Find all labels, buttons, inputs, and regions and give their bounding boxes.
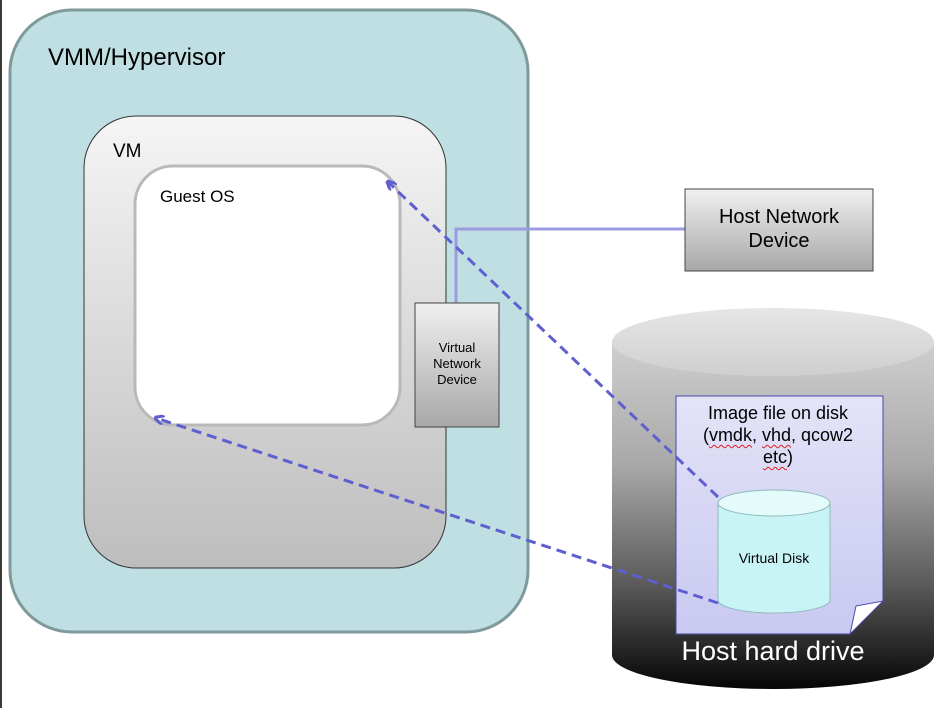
virtual-network-device-label: Virtual Network Device	[433, 340, 481, 387]
image-file-open-paren: (	[702, 425, 709, 445]
guest-os-label: Guest OS	[160, 187, 235, 206]
image-file-vhd: vhd	[761, 425, 791, 445]
image-file-etc: etc	[762, 447, 787, 467]
virtual-disk-label: Virtual Disk	[738, 550, 810, 566]
image-file-vmdk: vmdk	[708, 425, 752, 445]
image-file-line1: Image file on disk	[707, 403, 849, 423]
dashed-arrow-to-guest-os-bottom	[156, 418, 719, 605]
image-file-fold	[849, 600, 885, 636]
image-file-sep2: , qcow2	[791, 425, 854, 445]
network-connector-line	[454, 227, 685, 303]
vm-label: VM	[113, 141, 142, 162]
hypervisor-label: VMM/Hypervisor	[48, 44, 226, 71]
dashed-arrow-to-guest-os-top	[388, 182, 720, 499]
image-file-sep1: ,	[751, 425, 762, 445]
left-border	[0, 0, 2, 708]
host-network-device-label: Host Network Device	[718, 206, 840, 252]
virtual-disk-cylinder	[717, 489, 831, 614]
host-hard-drive-label: Host hard drive	[681, 636, 865, 666]
virtual-network-device-box	[414, 302, 500, 428]
host-network-device-box	[684, 188, 874, 272]
guest-os-box	[133, 164, 402, 427]
image-file-close-paren: )	[787, 447, 793, 467]
image-file-label: Image file on disk (vmdk, vhd, qcow2 etc…	[678, 402, 878, 468]
